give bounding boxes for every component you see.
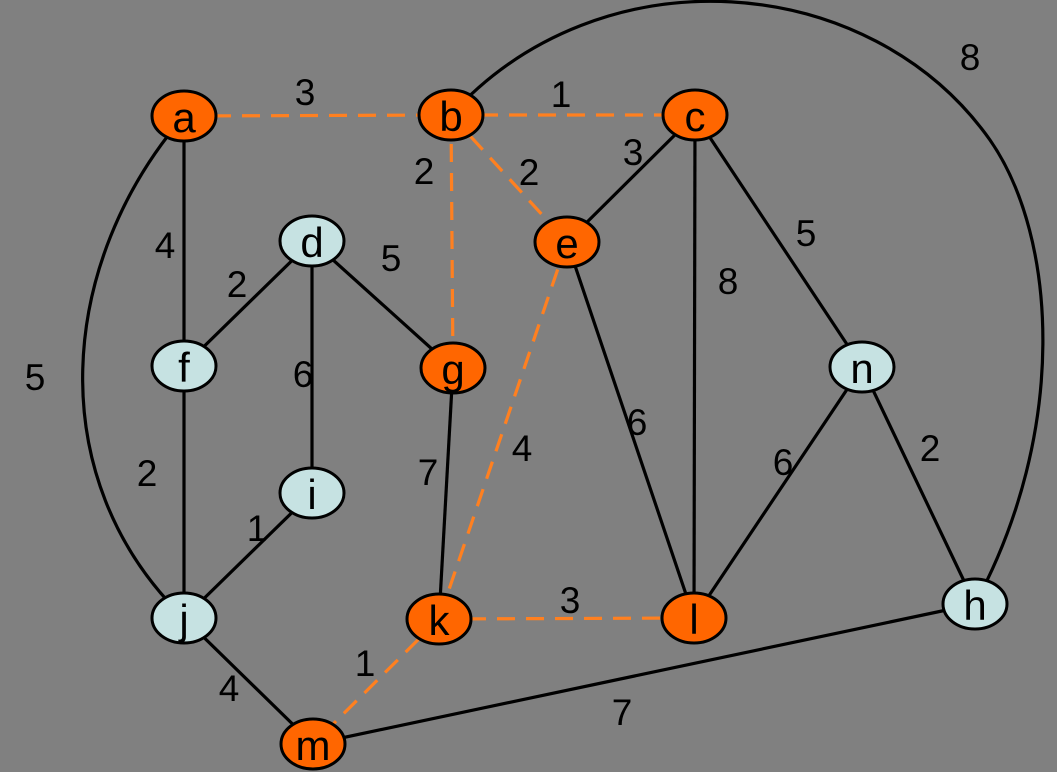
edge-weight-a-b: 3 <box>295 72 316 113</box>
edge-b-g <box>449 114 455 369</box>
edge-g-k <box>437 367 455 620</box>
edge-weight-b-g: 2 <box>414 151 435 192</box>
node-label-b: b <box>439 93 462 140</box>
node-e <box>533 215 601 269</box>
edge-weight-d-i: 6 <box>293 354 314 395</box>
edge-weight-e-k: 4 <box>512 428 533 469</box>
edge-weight-l-n: 6 <box>773 442 794 483</box>
edge-weight-f-j: 2 <box>137 453 158 494</box>
node-j <box>150 591 218 645</box>
edge-weight-d-g: 5 <box>381 238 402 279</box>
node-label-h: h <box>963 582 986 629</box>
edge-weight-c-e: 3 <box>623 132 644 173</box>
edge-c-l <box>692 114 697 619</box>
node-a <box>150 89 218 143</box>
edge-d-g <box>310 239 455 370</box>
node-f <box>150 339 218 393</box>
edge-weight-g-k: 7 <box>418 452 439 493</box>
edge-b-h <box>449 0 1045 605</box>
node-label-e: e <box>555 220 578 267</box>
node-g <box>419 341 487 395</box>
node-k <box>405 592 473 646</box>
edge-weight-b-h: 8 <box>960 37 981 78</box>
edge-weight-b-c: 1 <box>551 74 572 115</box>
edge-weight-a-j: 5 <box>25 357 46 398</box>
edge-c-n <box>693 114 864 368</box>
edge-weight-c-n: 5 <box>796 213 817 254</box>
edge-a-j <box>81 114 186 620</box>
node-label-j: j <box>177 596 188 643</box>
node-label-n: n <box>850 345 873 392</box>
edge-weight-k-l: 3 <box>560 580 581 621</box>
node-label-g: g <box>441 346 464 393</box>
edge-weight-b-e: 2 <box>519 152 540 193</box>
edge-l-n <box>692 366 864 619</box>
edge-e-k <box>437 241 569 620</box>
node-label-f: f <box>178 344 190 391</box>
node-b <box>417 88 485 142</box>
edge-d-f <box>182 239 314 368</box>
edge-weight-k-m: 1 <box>355 643 376 684</box>
node-n <box>828 340 896 394</box>
edge-n-h <box>860 366 977 605</box>
edge-weight-c-l: 8 <box>718 261 739 302</box>
edge-i-j <box>182 491 314 620</box>
edge-m-h <box>312 602 976 746</box>
edge-j-m <box>182 616 315 746</box>
edge-k-m <box>311 617 441 746</box>
edge-weight-i-j: 1 <box>247 508 268 549</box>
edge-weight-m-h: 7 <box>612 692 633 733</box>
node-label-k: k <box>429 597 451 644</box>
node-h <box>941 577 1009 631</box>
edge-weight-e-l: 6 <box>627 402 648 443</box>
node-d <box>278 214 346 268</box>
node-i <box>278 466 346 520</box>
node-m <box>279 717 347 771</box>
node-l <box>660 591 728 645</box>
edge-a-b <box>183 113 452 118</box>
node-label-i: i <box>307 471 316 518</box>
edge-weight-d-f: 2 <box>227 264 248 305</box>
edge-weight-n-h: 2 <box>920 428 941 469</box>
node-c <box>661 88 729 142</box>
node-label-d: d <box>300 219 323 266</box>
edge-weight-a-f: 4 <box>155 225 176 266</box>
edge-e-l <box>565 241 696 619</box>
node-label-a: a <box>172 94 196 141</box>
edge-k-l <box>438 616 695 621</box>
node-label-m: m <box>296 722 331 769</box>
edge-c-e <box>565 113 697 244</box>
node-label-c: c <box>685 93 706 140</box>
edge-weight-j-m: 4 <box>219 668 240 709</box>
node-label-l: l <box>689 596 698 643</box>
